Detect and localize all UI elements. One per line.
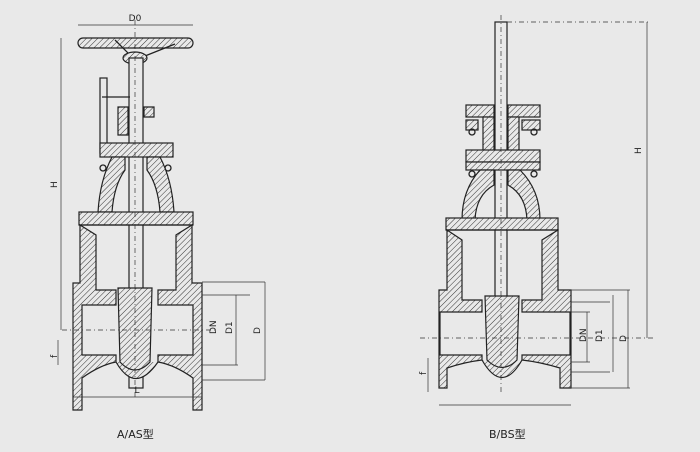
- label-d1: D1: [225, 321, 235, 334]
- wedge: [484, 295, 520, 369]
- label-d0: D0: [129, 14, 142, 24]
- label-d: D: [253, 327, 263, 334]
- label-f: f: [419, 371, 429, 375]
- label-dn: DN: [579, 328, 589, 342]
- label-dn: DN: [209, 320, 219, 334]
- label-h: H: [634, 147, 644, 154]
- label-l: L: [134, 386, 139, 396]
- label-f: f: [50, 354, 60, 358]
- valve-a: D0 H L DN D1 D f: [50, 14, 266, 411]
- label-d: D: [619, 335, 629, 342]
- caption-b: B/BS型: [489, 428, 526, 441]
- label-h: H: [50, 181, 60, 188]
- caption-a: A/AS型: [117, 428, 154, 441]
- label-d1: D1: [595, 329, 605, 342]
- valve-b: H DN D1 D f: [419, 15, 655, 406]
